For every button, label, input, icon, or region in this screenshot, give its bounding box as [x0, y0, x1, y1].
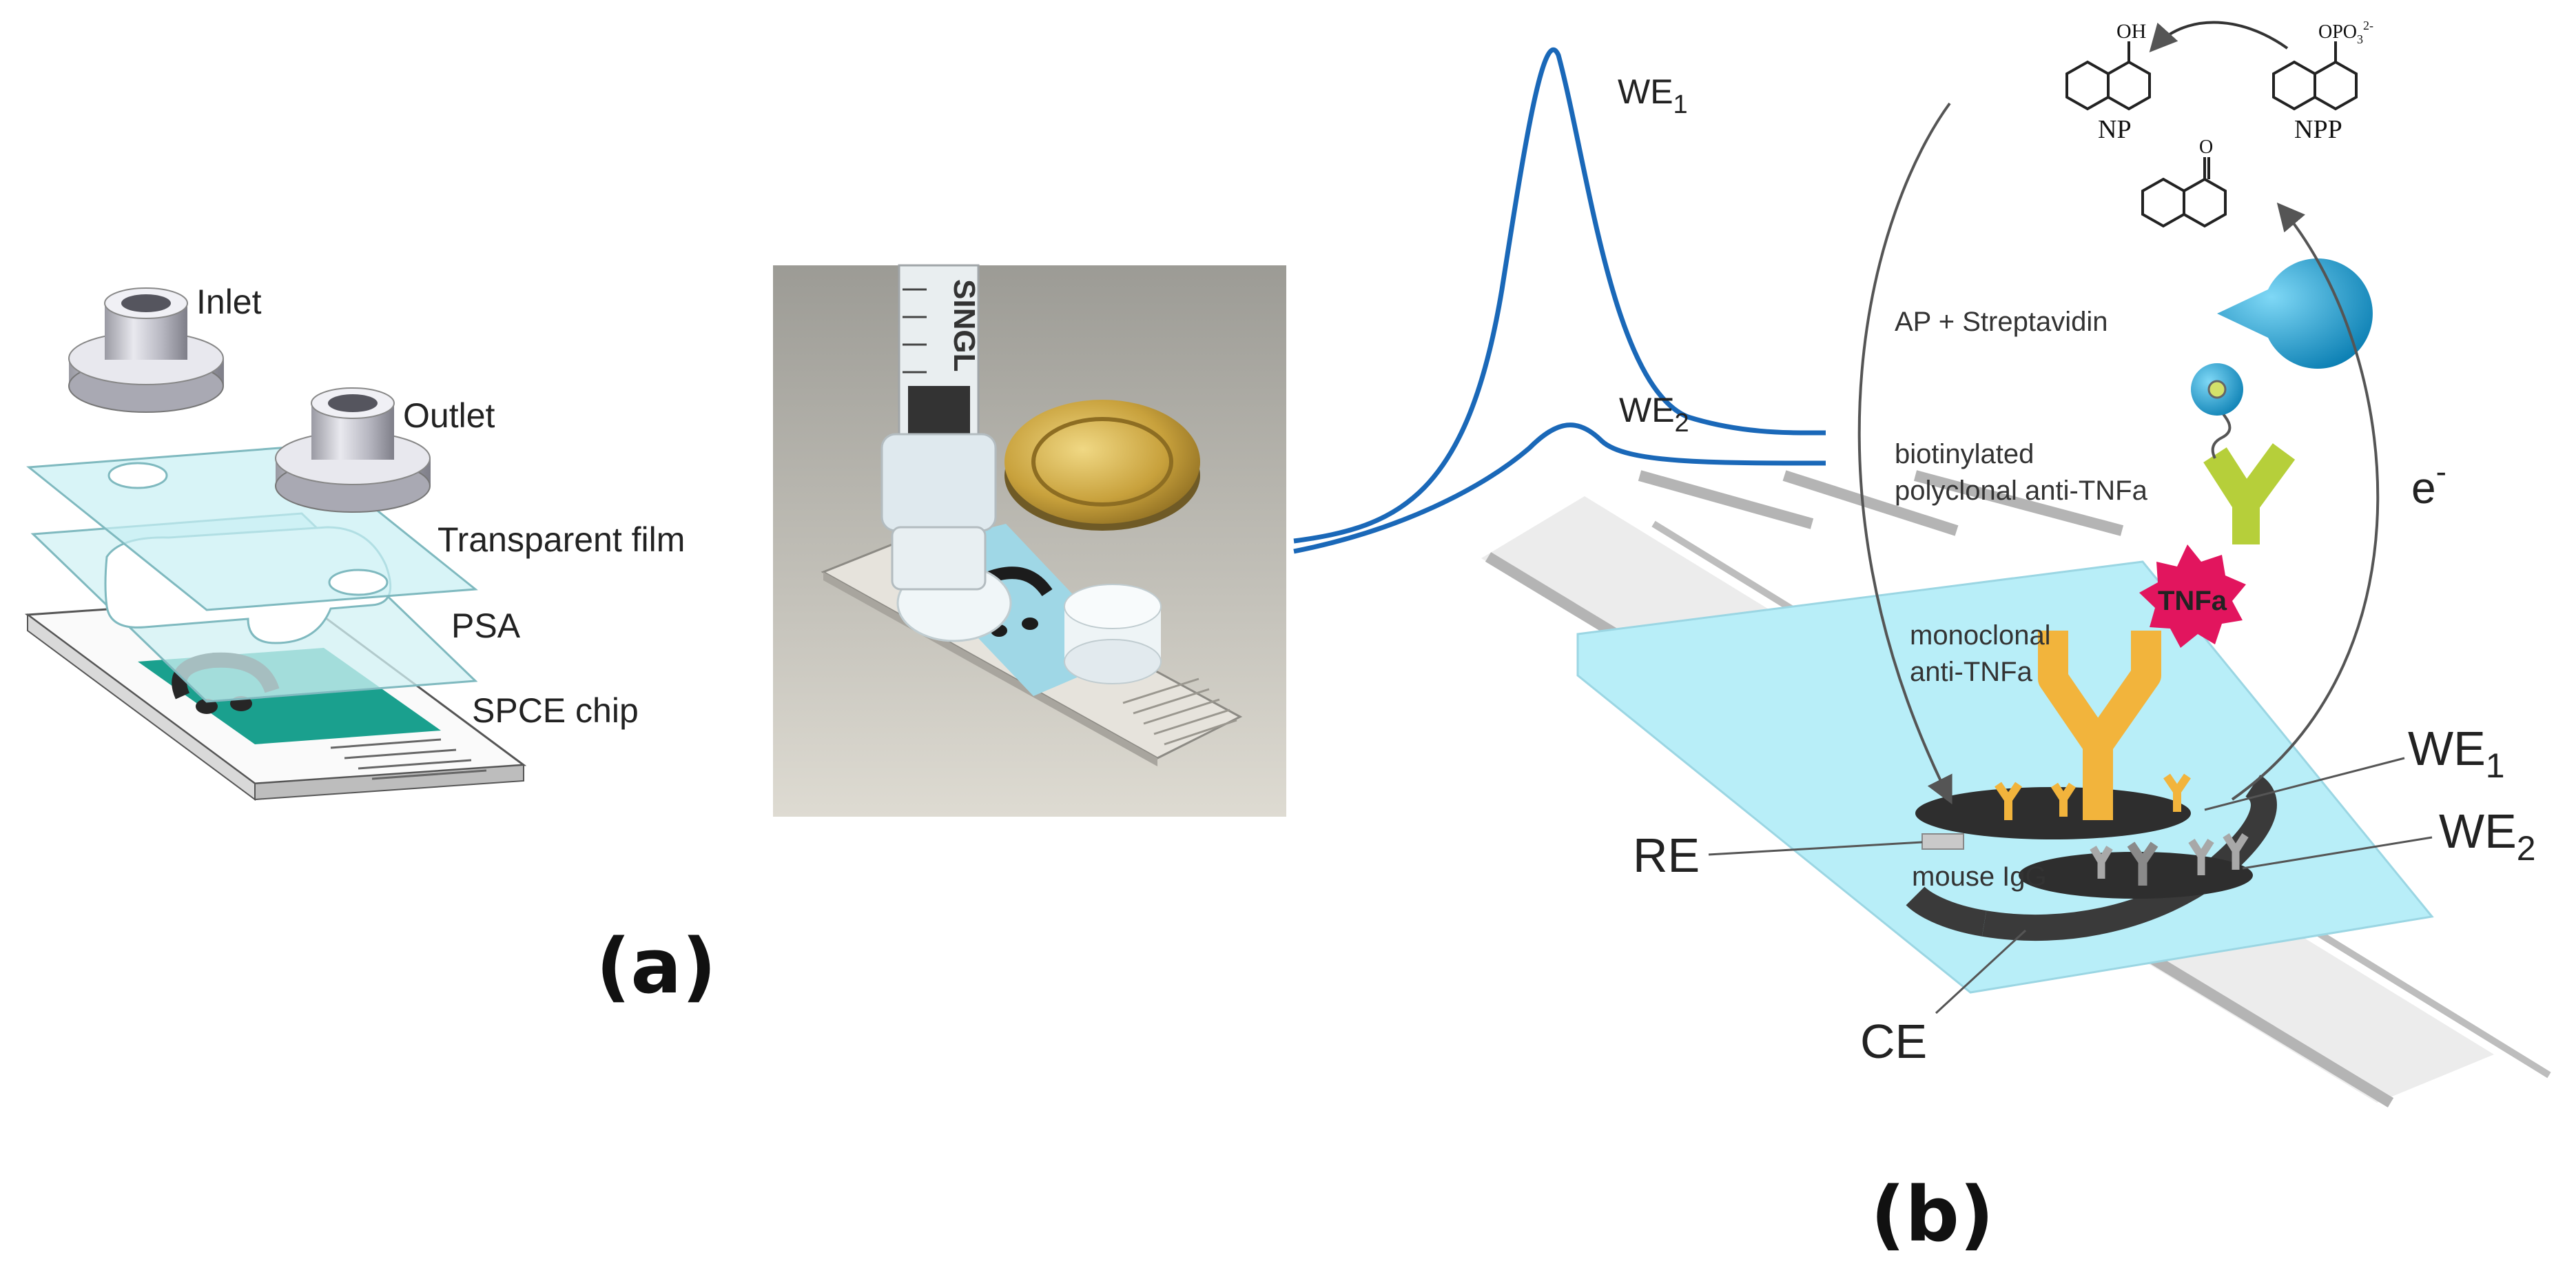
device-photo: SINGL [773, 264, 1286, 817]
np-label: NP [2098, 115, 2132, 144]
transparent-film-label: Transparent film [437, 520, 685, 559]
npp-group-label: OPO32- [2318, 19, 2373, 46]
panel-a-label: (a) [596, 922, 717, 1010]
pacman-enzyme-icon [2217, 258, 2373, 369]
tnfa-label: TNFa [2158, 586, 2227, 616]
monoclonal-label-line2: anti-TNFa [1910, 657, 2033, 687]
npp-label: NPP [2294, 115, 2342, 144]
we2-peak-curve [1293, 422, 1826, 554]
electron-label: e- [2411, 453, 2446, 513]
re-electrode-label: RE [1633, 828, 1700, 882]
syringe-text: SINGL [947, 279, 981, 371]
syringe-icon: SINGL [880, 264, 997, 591]
we1-electrode-label: WE1 [2408, 722, 2505, 785]
npp-icon [2272, 41, 2358, 111]
panel-b-label: (b) [1871, 1170, 1994, 1258]
we2-electrode [2019, 852, 2253, 899]
monoclonal-label-line1: monoclonal [1910, 620, 2051, 651]
np-oh-label: OH [2116, 20, 2146, 43]
chemistry-structures [2065, 41, 2358, 228]
biotinylated-label-line1: biotinylated [1895, 439, 2034, 469]
ap-streptavidin-icon [2191, 258, 2373, 416]
electrode-leader-lines [1708, 757, 2433, 1014]
mouse-igg-label: mouse IgG [1912, 861, 2047, 892]
chip-contact-lines [330, 738, 487, 780]
voltammogram: WE1 WE2 [1293, 47, 1826, 554]
we2-electrode-label: WE2 [2439, 804, 2536, 868]
spce-chip-label: SPCE chip [472, 691, 639, 730]
biotinylated-label-line2: polyclonal anti-TNFa [1895, 476, 2148, 506]
ketone-o-label: O [2199, 136, 2213, 158]
exploded-view: Inlet Outlet Transparent film PSA SPCE c… [24, 283, 685, 801]
we1-electrode [1915, 787, 2191, 839]
we1-peak-label: WE1 [1618, 72, 1688, 119]
outlet-connector [275, 387, 431, 513]
reaction-arrows [1857, 21, 2380, 805]
capture-antibodies [1995, 773, 2191, 820]
naphthol-np-icon [2065, 41, 2151, 111]
chip-icon [821, 524, 1243, 766]
we2-peak-label: WE2 [1619, 391, 1689, 438]
sensor-substrate [1481, 470, 2551, 1108]
ce-electrode-label: CE [1860, 1014, 1927, 1068]
mouse-igg-antibodies [2090, 833, 2249, 886]
inlet-label: Inlet [196, 283, 262, 321]
reference-electrode [1921, 833, 1964, 850]
outlet-label: Outlet [403, 396, 495, 435]
monoclonal-antibody-icon [2038, 631, 2161, 820]
we1-peak-curve [1293, 47, 1826, 544]
ap-streptavidin-label: AP + Streptavidin [1895, 307, 2108, 337]
coin-icon [1004, 400, 1200, 531]
transparent-film-layer [26, 445, 478, 611]
naphthoquinone-icon [2141, 157, 2227, 228]
tnfa-icon: TNFa [2139, 544, 2246, 648]
psa-label: PSA [451, 606, 521, 645]
inlet-connector [68, 287, 224, 413]
